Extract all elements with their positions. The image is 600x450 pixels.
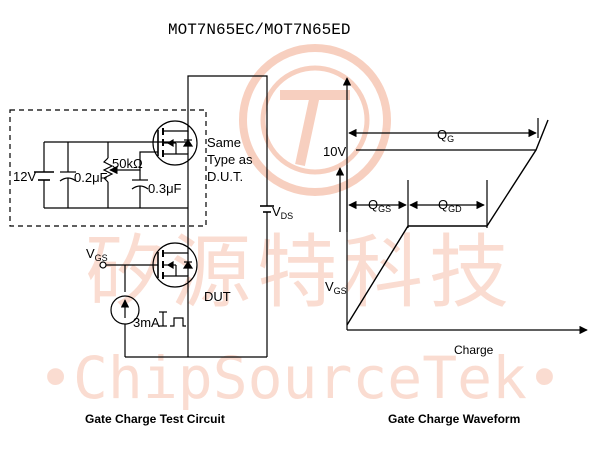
gate-charge-test-circuit xyxy=(9,75,274,358)
circuit-caption: Gate Charge Test Circuit xyxy=(85,412,225,426)
label-cap-0-3uf: 0.3μF xyxy=(148,181,182,196)
part-number-title: MOT7N65EC/MOT7N65ED xyxy=(168,21,350,39)
label-vgs-circuit: VGS xyxy=(86,246,108,263)
potentiometer-icon xyxy=(102,157,114,183)
label-12v: 12V xyxy=(13,169,36,184)
label-same-line1: Same xyxy=(207,135,241,150)
label-charge-axis: Charge xyxy=(454,343,494,357)
watermark-logo-icon xyxy=(239,44,391,196)
gate-charge-waveform xyxy=(335,77,588,335)
label-cap-0-2uf: 0.2μF xyxy=(74,170,108,185)
dashed-enclosure xyxy=(9,109,207,227)
label-3ma: 3mA xyxy=(133,315,160,330)
label-pot-50k: 50kΩ xyxy=(112,156,143,171)
label-10v: 10V xyxy=(323,144,346,159)
pulse-icon xyxy=(170,317,186,327)
upper-mosfet-icon xyxy=(150,120,198,166)
label-vds: VDS xyxy=(272,204,293,221)
label-vgs-axis: VGS xyxy=(325,279,347,296)
waveform-caption: Gate Charge Waveform xyxy=(388,412,520,426)
label-qgs: QGS xyxy=(368,197,391,214)
label-qgd: QGD xyxy=(438,197,462,214)
watermark: 矽源特科技 •ChipSourceTek• xyxy=(38,44,562,412)
label-same-line3: D.U.T. xyxy=(207,169,243,184)
label-qg: QG xyxy=(437,127,454,144)
label-dut: DUT xyxy=(204,289,231,304)
watermark-chinese: 矽源特科技 xyxy=(85,226,515,319)
label-same-line2: Type as xyxy=(207,152,253,167)
